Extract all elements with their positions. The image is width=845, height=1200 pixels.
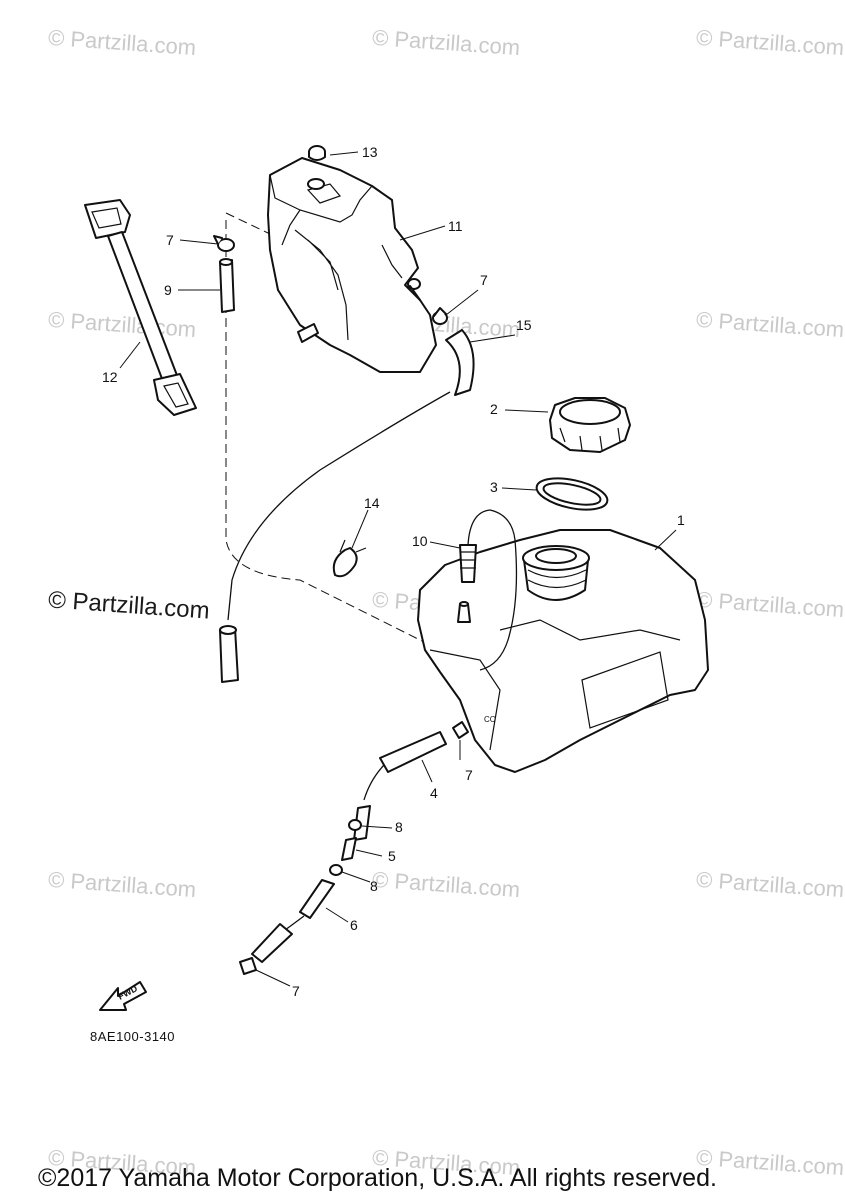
callout-2: 2 [490,401,498,417]
callout-8: 8 [370,878,378,894]
part-3-gasket [535,477,609,511]
callout-7: 7 [292,983,300,999]
part-13-cap [308,145,326,161]
breather-hose [227,391,451,621]
callout-1: 1 [677,512,685,528]
callout-11: 11 [448,218,463,234]
callout-8: 8 [395,819,403,835]
part-10-breather-fitting [459,509,518,671]
part-7-clamp [452,721,469,739]
svg-text:CC: CC [484,715,496,724]
callout-4: 4 [430,785,438,801]
part-8-clamp [329,864,343,876]
part-9-hose [219,258,235,313]
part-5-connector [341,837,357,861]
part-6-hose [251,879,335,963]
part-12-strap [84,199,197,416]
part-2-fuel-cap [549,397,631,453]
callout-5: 5 [388,848,396,864]
part-7-clamp [239,957,257,975]
callout-6: 6 [350,917,358,933]
copyright-notice: ©2017 Yamaha Motor Corporation, U.S.A. A… [38,1164,717,1192]
part-14-clip [332,539,367,578]
part-11-oil-tank [267,157,437,373]
callout-12: 12 [102,369,118,385]
callout-10: 10 [412,533,428,549]
assembly-guide-line [225,220,471,671]
part-7-clamp [432,307,448,325]
callout-9: 9 [164,282,172,298]
callout-13: 13 [362,144,378,160]
part-15-hose [445,329,475,396]
part-1-fuel-tank: CC [417,529,709,773]
fwd-arrow-icon: FWD [99,981,147,1011]
callout-7: 7 [480,272,488,288]
callout-15: 15 [516,317,532,333]
assembly-guide-line [225,212,281,241]
callout-7: 7 [465,767,473,783]
part-8-clamp [348,819,362,831]
callout-14: 14 [364,495,380,511]
part-7-clamp [213,235,235,252]
hose-end [219,625,239,683]
diagram-code: 8AE100-3140 [90,1029,176,1044]
callout-7: 7 [166,232,174,248]
callout-3: 3 [490,479,498,495]
